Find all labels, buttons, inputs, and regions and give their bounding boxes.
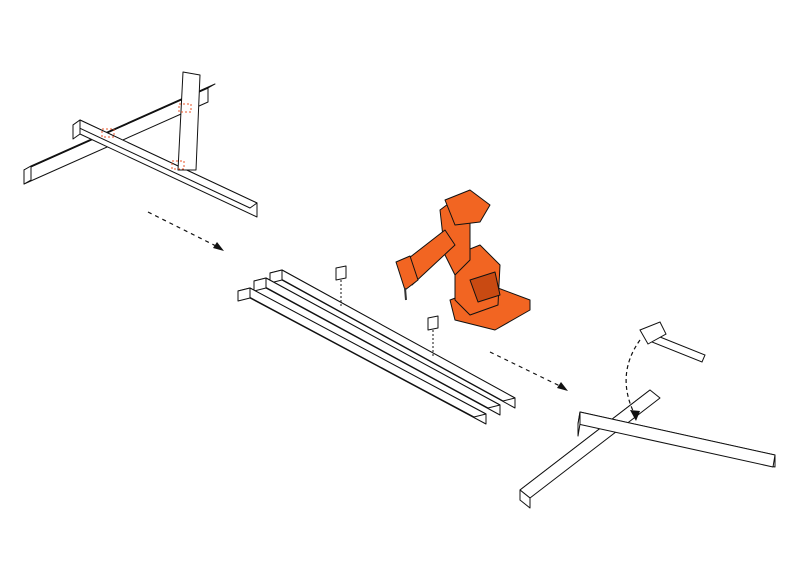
- beam-end: [23, 165, 32, 185]
- beam-top: [72, 119, 258, 209]
- process-arrow-2: [489, 351, 568, 391]
- input-timber-assembly: [23, 71, 258, 218]
- process-arrow-1: [147, 211, 224, 251]
- robot-upper-housing: [444, 189, 491, 226]
- vertical-post: [177, 71, 201, 171]
- beam-top: [577, 411, 776, 468]
- beam-end: [519, 489, 531, 509]
- industrial-robot-arm-icon: [395, 189, 531, 331]
- beam-top: [519, 389, 661, 499]
- hammer-icon: [625, 321, 706, 421]
- robot-motor: [469, 271, 501, 303]
- clamp: [427, 315, 439, 331]
- robot-wrist: [395, 255, 419, 291]
- machined-beams-stack: [237, 265, 516, 425]
- beam-end: [577, 411, 581, 437]
- joint-marker: [178, 103, 192, 113]
- beam-top: [237, 287, 487, 418]
- assembled-joint: [519, 389, 776, 509]
- clamp: [335, 265, 347, 281]
- joint-marker: [171, 160, 185, 170]
- beam-end: [253, 277, 267, 292]
- beam-end: [237, 287, 251, 302]
- robot-tool: [404, 287, 407, 301]
- joint-marker: [101, 128, 115, 138]
- beam-end: [72, 119, 81, 140]
